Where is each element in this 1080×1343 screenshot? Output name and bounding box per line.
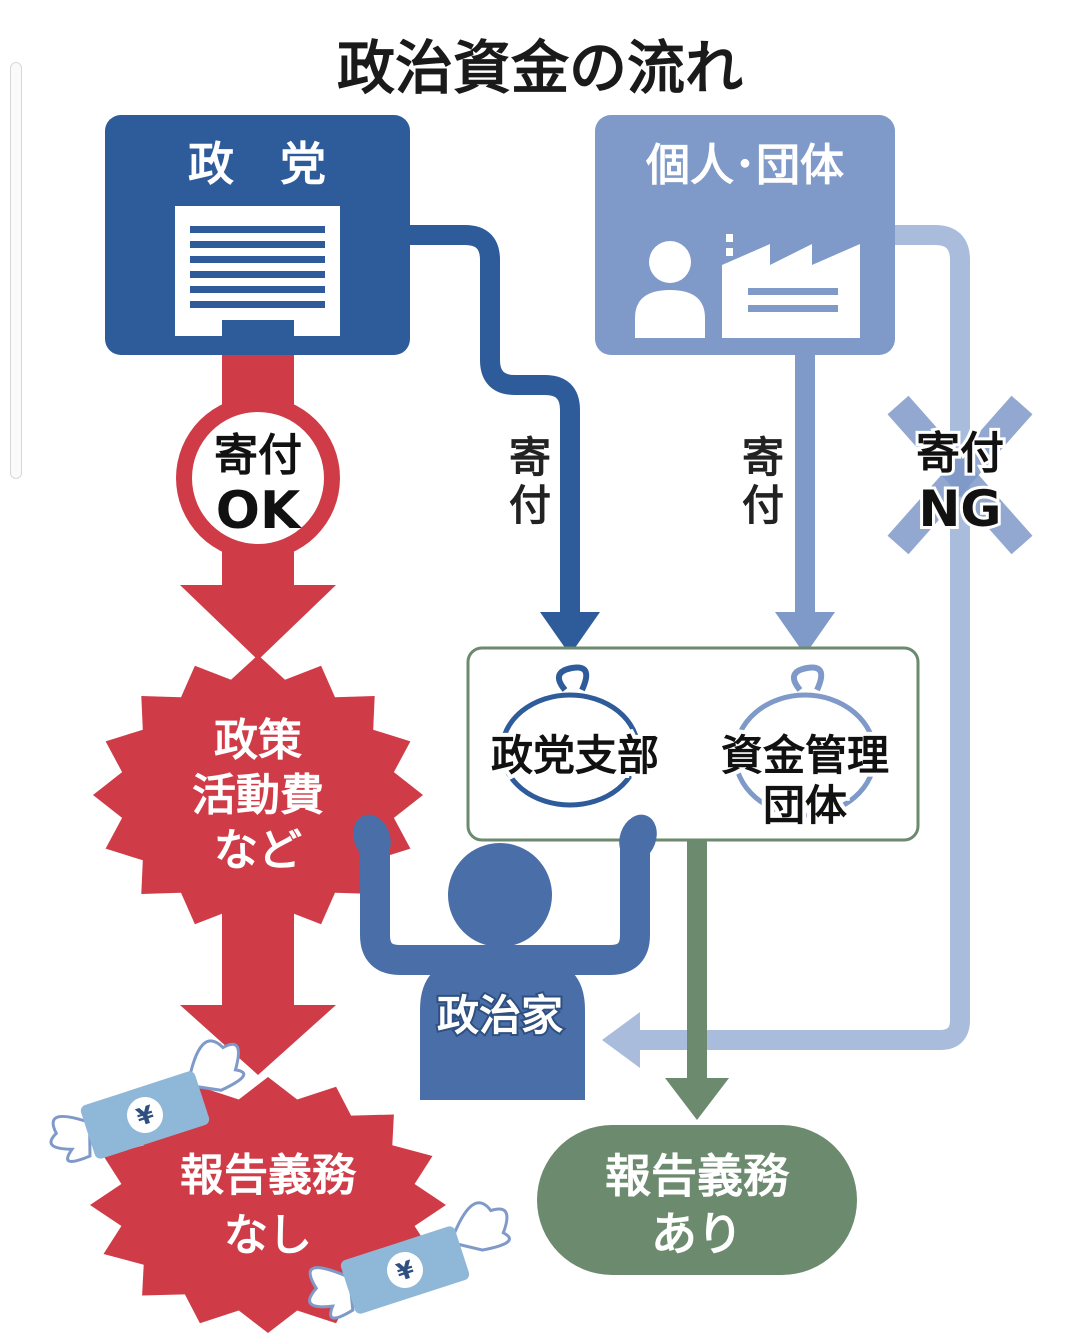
- party-to-branch-arrow: [405, 225, 600, 655]
- fund-purse-icon: [732, 664, 878, 818]
- donation-branch-char1: 寄: [509, 433, 551, 482]
- politician-figure: 政治家: [353, 814, 657, 1100]
- party-document-icon: [175, 206, 340, 336]
- report-none-line2: なし: [224, 1210, 312, 1261]
- factory-icon: [722, 234, 860, 338]
- donation-fund-label: 寄 付: [742, 433, 784, 530]
- policy-activity-burst: 政策 活動費 など: [93, 655, 423, 935]
- individual-group-box: 個人･団体: [595, 115, 895, 355]
- to-report-required-arrow: [665, 838, 729, 1120]
- donation-ok-badge: 寄付 OK: [176, 396, 340, 560]
- branch-label: 政党支部: [491, 731, 659, 780]
- scrollbar[interactable]: [10, 62, 22, 479]
- fund-org-line1: 資金管理: [721, 731, 889, 780]
- person-icon: [635, 241, 705, 338]
- party-box: 政 党: [105, 115, 410, 355]
- fund-org-line2: 団体: [763, 781, 847, 830]
- flying-yen-bill-2: ¥: [308, 1201, 511, 1320]
- donation-ok-line2: OK: [216, 481, 302, 541]
- donation-branch-label: 寄 付: [509, 433, 551, 530]
- donation-fund-char1: 寄: [742, 433, 784, 482]
- policy-line2: 活動費: [192, 770, 324, 821]
- party-label: 政 党: [188, 137, 326, 191]
- donation-fund-char2: 付: [742, 481, 784, 530]
- report-none-line1: 報告義務: [180, 1150, 357, 1201]
- politician-label: 政治家: [437, 991, 563, 1040]
- policy-line1: 政策: [214, 715, 302, 766]
- donation-branch-char2: 付: [509, 481, 551, 530]
- report-required-line1: 報告義務: [605, 1149, 790, 1203]
- policy-line3: など: [214, 825, 302, 876]
- branch-purse-icon: [499, 664, 641, 808]
- individual-to-fund-arrow: [775, 345, 835, 655]
- individual-group-label: 個人･団体: [645, 140, 844, 191]
- report-required-pill: 報告義務 あり: [537, 1125, 857, 1275]
- flying-yen-bill-1: ¥: [49, 1039, 246, 1163]
- diagram-title: 政治資金の流れ: [337, 34, 743, 102]
- report-required-line2: あり: [651, 1207, 743, 1261]
- donation-ng-mark: 寄付 NG: [887, 395, 1033, 555]
- branch-fund-frame: 政党支部 資金管理 団体: [466, 646, 920, 842]
- donation-ok-line1: 寄付: [214, 430, 302, 481]
- individual-to-politician-ng-line: [602, 225, 970, 1068]
- donation-ng-line2: NG: [919, 480, 1002, 538]
- donation-ng-line1: 寄付: [916, 428, 1004, 479]
